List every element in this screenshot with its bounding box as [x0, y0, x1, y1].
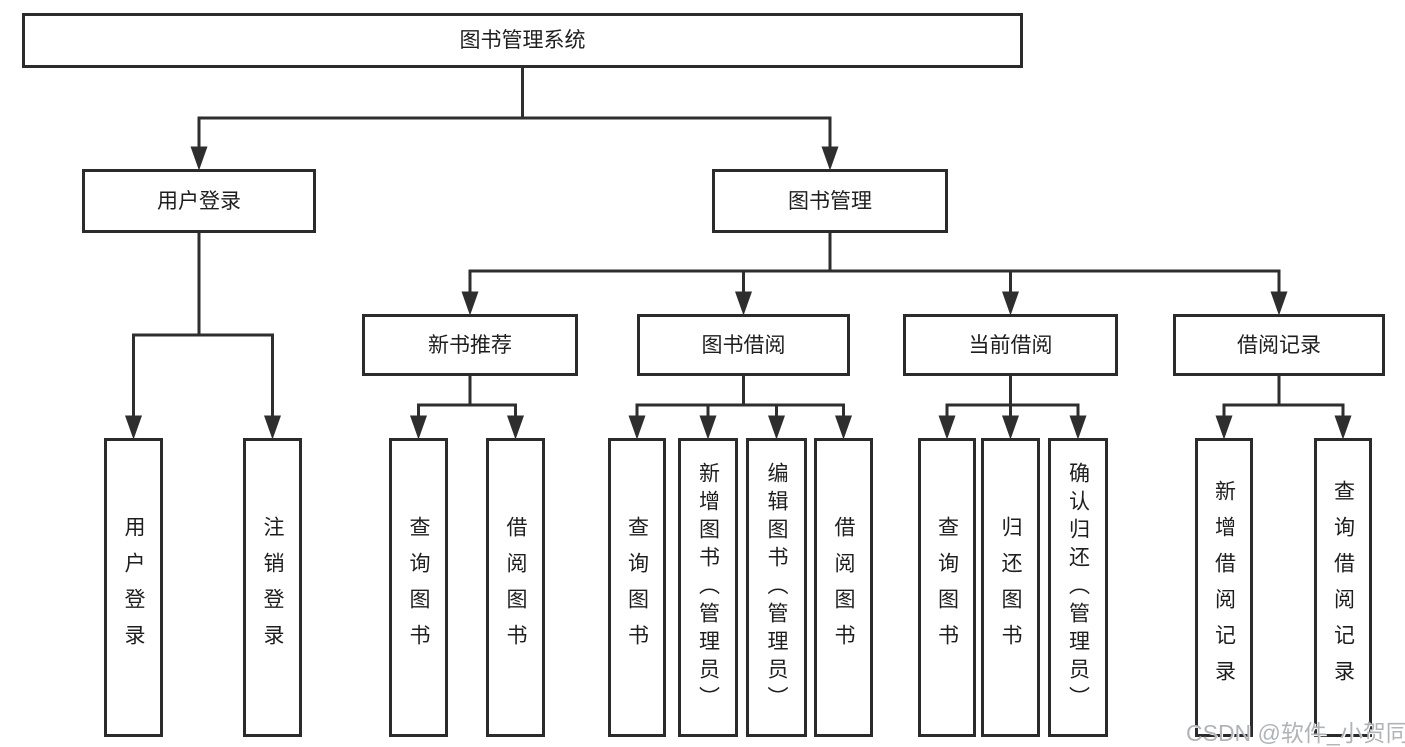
node-borrowing-records: 借阅记录: [1173, 314, 1385, 376]
node-label: 图书管理: [788, 189, 872, 213]
node-label: 注销登录: [261, 515, 284, 660]
node-label: 确认归还（管理员）: [1066, 461, 1090, 714]
node-book-borrowing: 图书借阅: [637, 314, 850, 376]
node-label: 归还图书: [999, 515, 1022, 660]
node-book-management: 图书管理: [712, 169, 948, 233]
node-label: 用户登录: [122, 515, 145, 660]
node-label: 新书推荐: [428, 333, 512, 357]
node-label: 查询图书: [625, 515, 649, 660]
node-label: 图书借阅: [701, 333, 786, 357]
node-add-borrow-record: 新增借阅记录: [1195, 438, 1253, 737]
node-label: 用户登录: [157, 189, 241, 213]
node-current-borrowing: 当前借阅: [903, 314, 1118, 376]
node-query-books-current: 查询图书: [918, 438, 976, 737]
node-borrow-books-recommend: 借阅图书: [486, 438, 545, 737]
node-logout-action: 注销登录: [243, 438, 302, 737]
node-new-book-recommend: 新书推荐: [362, 314, 578, 376]
node-label: 新增借阅记录: [1212, 479, 1236, 696]
watermark: CSDN @软件_小贺同学: [1186, 720, 1405, 746]
node-confirm-return-admin: 确认归还（管理员）: [1048, 438, 1108, 737]
node-label: 图书管理系统: [459, 29, 586, 52]
node-label: 借阅记录: [1237, 333, 1321, 357]
node-add-books-admin: 新增图书（管理员）: [678, 438, 738, 737]
node-borrow-books-borrowing: 借阅图书: [814, 438, 873, 737]
node-user-login-action: 用户登录: [104, 438, 163, 737]
node-return-books: 归还图书: [981, 438, 1040, 737]
node-label: 当前借阅: [968, 333, 1053, 357]
node-label: 编辑图书（管理员）: [765, 461, 788, 714]
node-query-books-borrowing: 查询图书: [608, 438, 666, 737]
node-label: 查询图书: [935, 515, 959, 660]
node-library-system: 图书管理系统: [22, 13, 1023, 68]
node-label: 借阅图书: [832, 515, 855, 660]
node-edit-books-admin: 编辑图书（管理员）: [746, 438, 807, 737]
node-label: 借阅图书: [504, 515, 527, 660]
node-label: 新增图书（管理员）: [696, 461, 720, 714]
node-query-borrow-record: 查询借阅记录: [1314, 438, 1372, 737]
node-label: 查询图书: [407, 515, 430, 660]
node-user-login: 用户登录: [82, 169, 316, 233]
node-label: 查询借阅记录: [1331, 479, 1355, 696]
node-query-books-recommend: 查询图书: [389, 438, 448, 737]
